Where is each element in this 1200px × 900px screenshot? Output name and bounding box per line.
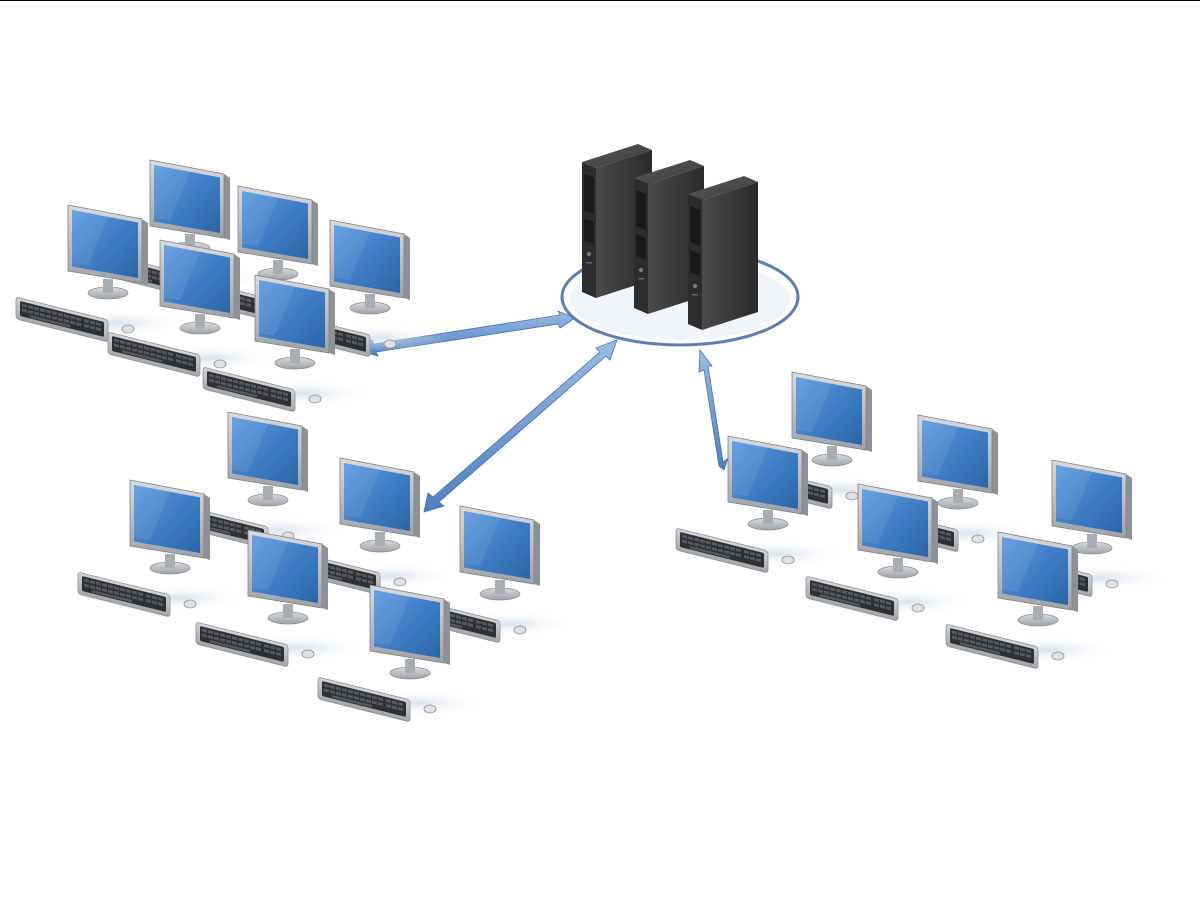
client-group-bottom-left bbox=[78, 412, 580, 722]
server-tower-icon bbox=[688, 176, 758, 330]
arrow-bottom-left-to-server bbox=[424, 340, 617, 512]
client-group-top-left bbox=[16, 160, 450, 412]
workstation-icon bbox=[78, 480, 250, 617]
arrow-right-to-server bbox=[699, 350, 728, 470]
server-cluster bbox=[562, 144, 798, 345]
client-group-right bbox=[676, 372, 1172, 669]
